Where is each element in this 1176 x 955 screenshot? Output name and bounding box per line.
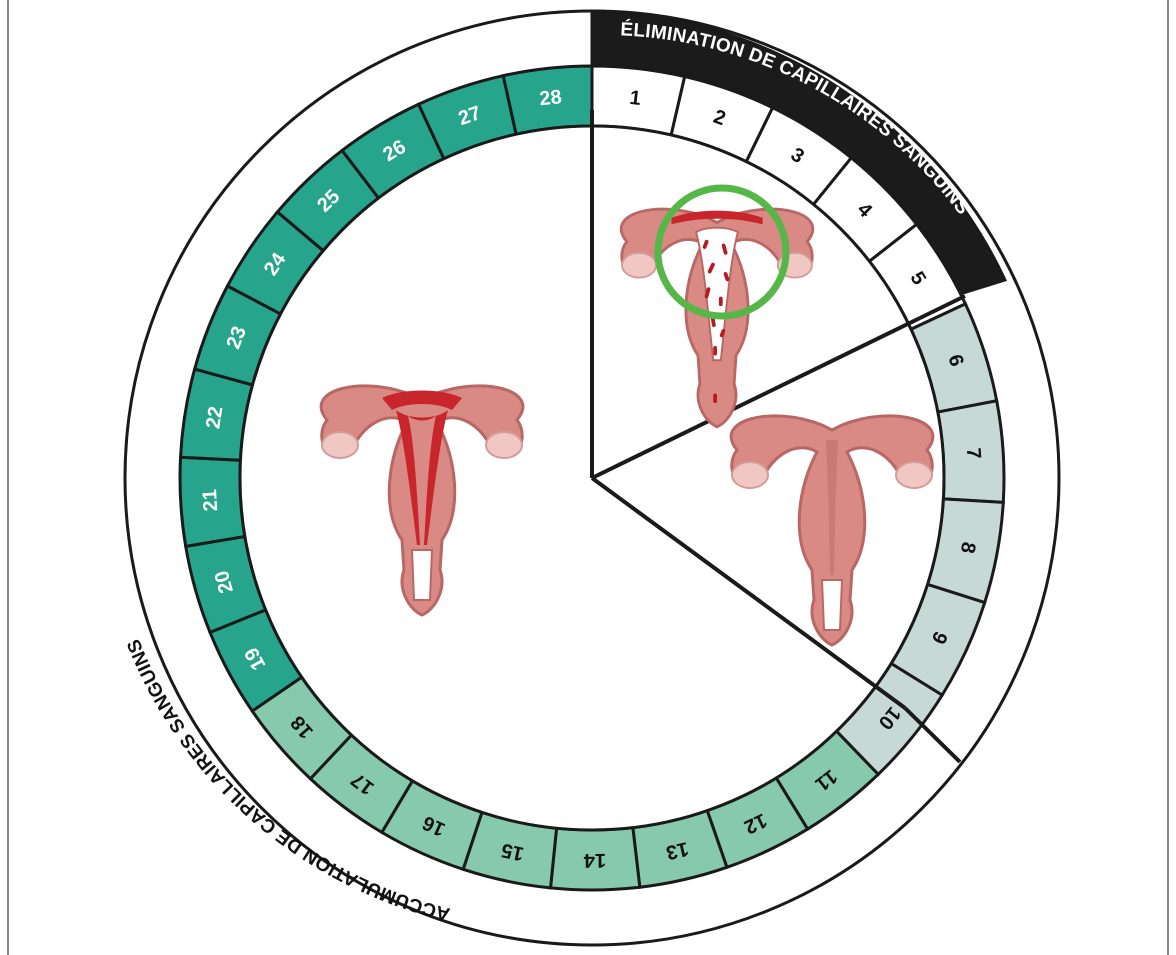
day-label-28: 28 bbox=[538, 86, 563, 110]
day-label-14: 14 bbox=[583, 849, 606, 871]
day-label-7: 7 bbox=[962, 447, 985, 460]
day-label-21: 21 bbox=[199, 488, 222, 511]
day-label-22: 22 bbox=[202, 405, 227, 430]
day-label-15: 15 bbox=[499, 839, 525, 865]
